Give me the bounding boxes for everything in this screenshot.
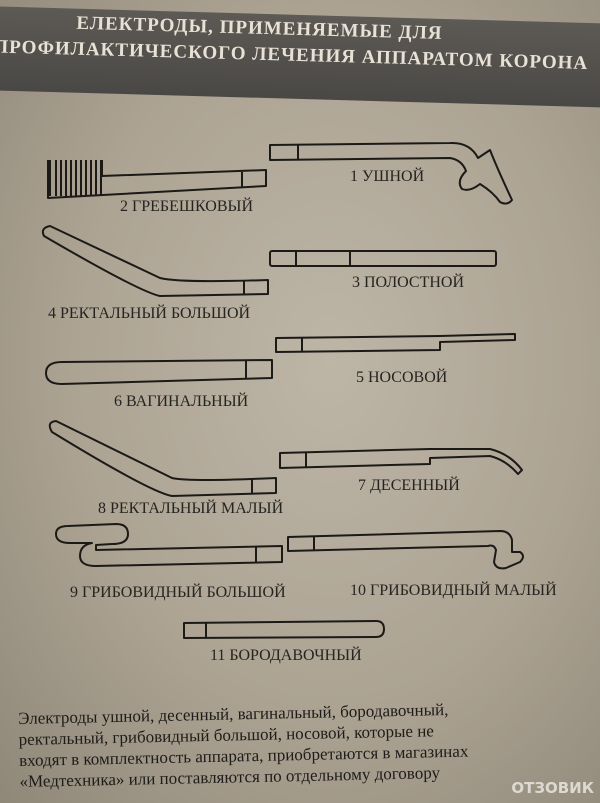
- watermark-logo: ОТЗОВИК: [511, 779, 594, 797]
- electrode-10-mushroom-small: [287, 530, 524, 570]
- electrode-label-9: 9 ГРИБОВИДНЫЙ БОЛЬШОЙ: [70, 584, 286, 601]
- electrode-6-vaginal: [45, 359, 273, 385]
- electrode-label-4: 4 РЕКТАЛЬНЫЙ БОЛЬШОЙ: [48, 305, 251, 322]
- electrode-4-rectal-large: [41, 225, 269, 297]
- electrode-label-1: 1 УШНОЙ: [350, 168, 425, 185]
- electrode-9-mushroom-large: [55, 523, 283, 567]
- electrode-label-10: 10 ГРИБОВИДНЫЙ МАЛЫЙ: [350, 582, 557, 599]
- electrode-2-comb: [47, 160, 267, 199]
- electrode-11-wart: [183, 620, 385, 639]
- electrode-label-5: 5 НОСОВОЙ: [356, 369, 448, 386]
- electrode-label-7: 7 ДЕСЕННЫЙ: [358, 477, 460, 494]
- electrode-label-6: 6 ВАГИНАЛЬНЫЙ: [114, 393, 249, 410]
- electrode-label-11: 11 БОРОДАВОЧНЫЙ: [210, 647, 362, 664]
- electrode-label-3: 3 ПОЛОСТНОЙ: [352, 274, 465, 291]
- electrode-7-gum: [279, 448, 523, 475]
- electrode-label-2: 2 ГРЕБЕШКОВЫЙ: [120, 198, 254, 215]
- electrode-label-8: 8 РЕКТАЛЬНЫЙ МАЛЫЙ: [98, 500, 284, 517]
- footer-note: Электроды ушной, десенный, вагинальный, …: [18, 695, 600, 792]
- electrode-1-ear: [269, 141, 513, 205]
- electrode-8-rectal-small: [48, 420, 277, 497]
- electrode-5-nasal: [275, 333, 516, 353]
- electrode-3-cavity: [269, 250, 497, 267]
